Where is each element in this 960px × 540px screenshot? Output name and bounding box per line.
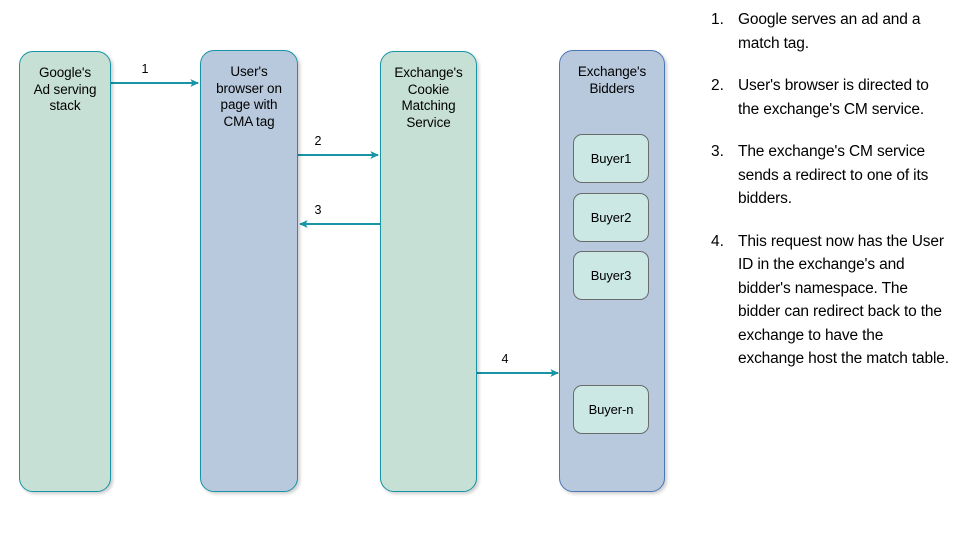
step-3-number: 3.: [711, 143, 724, 160]
step-item-1: 1. Google serves an ad and a match tag.: [700, 8, 952, 55]
buyer-3-box[interactable]: Buyer3: [573, 251, 649, 300]
arrow-2-label: 2: [314, 134, 322, 148]
buyer-2-box[interactable]: Buyer2: [573, 193, 649, 242]
step-2-number: 2.: [711, 77, 724, 94]
step-1-number: 1.: [711, 11, 724, 28]
step-4-number: 4.: [711, 232, 724, 250]
arrow-4-label: 4: [501, 352, 509, 366]
buyer-3-label: Buyer3: [590, 268, 632, 283]
step-item-3: 3. The exchange's CM service sends a red…: [700, 140, 952, 211]
lane-google-ad-serving-stack[interactable]: Google's Ad serving stack: [19, 51, 111, 492]
arrow-3-label: 3: [314, 203, 322, 217]
step-3-text: The exchange's CM service sends a redire…: [738, 143, 929, 207]
buyer-2-label: Buyer2: [590, 210, 632, 225]
step-4-text: This request now has the User ID in the …: [738, 232, 949, 368]
buyer-n-box[interactable]: Buyer-n: [573, 385, 649, 434]
step-item-2: 2. User's browser is directed to the exc…: [700, 74, 952, 121]
step-1-text: Google serves an ad and a match tag.: [738, 11, 921, 52]
step-item-4: 4. This request now has the User ID in t…: [700, 230, 952, 371]
buyer-1-label: Buyer1: [590, 151, 632, 166]
lane-user-browser-label: User's browser on page with CMA tag: [216, 64, 282, 129]
lane-exchange-cookie-matching-service[interactable]: Exchange's Cookie Matching Service: [380, 51, 477, 492]
lane-user-browser[interactable]: User's browser on page with CMA tag: [200, 50, 298, 492]
steps-list: 1. Google serves an ad and a match tag. …: [700, 8, 952, 390]
lane-google-ad-serving-stack-label: Google's Ad serving stack: [33, 65, 97, 113]
lane-exchange-cookie-matching-service-label: Exchange's Cookie Matching Service: [394, 65, 463, 130]
buyer-1-box[interactable]: Buyer1: [573, 134, 649, 183]
lane-exchange-bidders-label: Exchange's Bidders: [577, 64, 647, 96]
step-2-text: User's browser is directed to the exchan…: [738, 77, 929, 118]
arrow-1-label: 1: [141, 62, 149, 76]
buyer-n-label: Buyer-n: [588, 402, 634, 417]
